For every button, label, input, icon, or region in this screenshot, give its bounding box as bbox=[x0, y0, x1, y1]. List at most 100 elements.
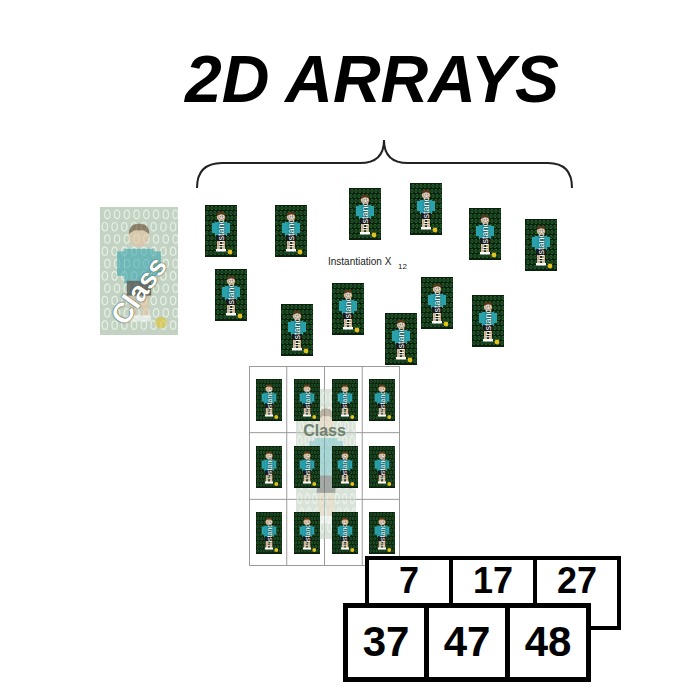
person-figure bbox=[532, 226, 552, 269]
pattern-ring bbox=[362, 324, 364, 327]
pattern-ring bbox=[358, 294, 360, 297]
pattern-ring bbox=[352, 392, 354, 395]
pattern-ring bbox=[267, 380, 269, 383]
pattern-ring bbox=[336, 455, 338, 458]
pattern-ring bbox=[336, 388, 338, 391]
pattern-ring bbox=[380, 416, 382, 419]
figure-part bbox=[349, 394, 351, 402]
pattern-ring bbox=[280, 241, 282, 244]
pattern-ring bbox=[317, 392, 319, 395]
pattern-ring bbox=[412, 194, 414, 197]
pattern-ring bbox=[236, 305, 238, 308]
pattern-ring bbox=[378, 234, 380, 237]
pattern-ring bbox=[386, 408, 388, 411]
pattern-ring bbox=[217, 280, 219, 283]
pattern-ring bbox=[301, 408, 303, 411]
card-label: Instance bbox=[480, 217, 490, 251]
pattern-ring bbox=[244, 315, 246, 318]
pattern-ring bbox=[267, 447, 269, 450]
pattern-ring bbox=[534, 225, 536, 228]
pattern-ring bbox=[341, 289, 343, 292]
pattern-ring bbox=[389, 400, 391, 403]
pattern-ring bbox=[257, 416, 259, 419]
pattern-ring bbox=[274, 455, 276, 458]
pattern-ring bbox=[499, 249, 501, 252]
figure-part bbox=[483, 339, 488, 342]
pattern-ring bbox=[294, 350, 296, 353]
card-label: Instance bbox=[421, 192, 431, 226]
pattern-ring bbox=[498, 306, 500, 309]
pattern-ring bbox=[230, 241, 232, 244]
pattern-ring bbox=[407, 324, 409, 327]
figure-part bbox=[354, 301, 357, 311]
pattern-ring bbox=[439, 229, 441, 232]
binary-pattern bbox=[332, 447, 357, 486]
pattern-ring bbox=[357, 289, 359, 292]
pattern-ring bbox=[353, 463, 355, 466]
pattern-ring bbox=[305, 206, 307, 209]
pattern-ring bbox=[384, 380, 386, 383]
pattern-ring bbox=[277, 236, 279, 239]
pattern-ring bbox=[257, 475, 259, 478]
pattern-ring bbox=[300, 241, 302, 244]
pattern-ring bbox=[318, 396, 320, 399]
card-label: Instance bbox=[341, 387, 348, 413]
pattern-ring bbox=[526, 265, 528, 268]
pattern-ring bbox=[367, 189, 369, 192]
pattern-ring bbox=[224, 315, 226, 318]
pattern-ring bbox=[261, 479, 263, 482]
pattern-ring bbox=[102, 296, 107, 304]
pattern-ring bbox=[280, 404, 282, 407]
pattern-ring bbox=[336, 380, 338, 383]
pattern-ring bbox=[555, 240, 557, 243]
pattern-ring bbox=[354, 294, 356, 297]
pattern-ring bbox=[317, 400, 319, 403]
pattern-ring bbox=[314, 400, 316, 403]
pattern-ring bbox=[270, 483, 272, 486]
pattern-ring bbox=[170, 247, 175, 255]
pattern-ring bbox=[224, 275, 226, 278]
pattern-ring bbox=[353, 380, 355, 383]
pattern-ring bbox=[386, 384, 388, 387]
pattern-ring bbox=[390, 329, 392, 332]
pattern-ring bbox=[216, 315, 218, 318]
pattern-ring bbox=[391, 344, 393, 347]
pattern-ring bbox=[227, 206, 229, 209]
pattern-ring bbox=[383, 416, 385, 419]
pattern-ring bbox=[244, 275, 246, 278]
pattern-ring bbox=[349, 380, 351, 383]
pattern-ring bbox=[284, 211, 286, 214]
pattern-ring bbox=[370, 392, 372, 395]
pattern-ring bbox=[206, 221, 208, 224]
pattern-ring bbox=[311, 451, 313, 454]
pattern-ring bbox=[502, 336, 504, 339]
pattern-ring bbox=[352, 451, 354, 454]
instance-card: Instance bbox=[256, 379, 282, 421]
pattern-ring bbox=[276, 392, 278, 395]
pattern-ring bbox=[333, 319, 335, 322]
instance-card: Instance bbox=[421, 277, 453, 329]
pattern-ring bbox=[299, 404, 301, 407]
pattern-ring bbox=[219, 206, 221, 209]
pattern-ring bbox=[416, 214, 418, 217]
pattern-ring bbox=[332, 408, 334, 411]
card-label: Instance bbox=[536, 228, 546, 262]
pattern-ring bbox=[227, 216, 229, 219]
pattern-ring bbox=[358, 284, 360, 287]
pattern-ring bbox=[294, 483, 296, 486]
pattern-ring bbox=[474, 214, 476, 217]
pattern-ring bbox=[307, 345, 309, 348]
pattern-ring bbox=[370, 194, 372, 197]
pattern-ring bbox=[276, 251, 278, 254]
pattern-ring bbox=[206, 251, 208, 254]
pattern-ring bbox=[542, 265, 544, 268]
pattern-ring bbox=[332, 416, 334, 419]
pattern-ring bbox=[279, 416, 281, 419]
pattern-ring bbox=[422, 293, 424, 296]
pattern-ring bbox=[474, 224, 476, 227]
pattern-ring bbox=[494, 214, 496, 217]
pattern-ring bbox=[277, 206, 279, 209]
pattern-ring bbox=[379, 219, 381, 222]
figure-part bbox=[428, 295, 431, 305]
pattern-ring bbox=[353, 319, 355, 322]
